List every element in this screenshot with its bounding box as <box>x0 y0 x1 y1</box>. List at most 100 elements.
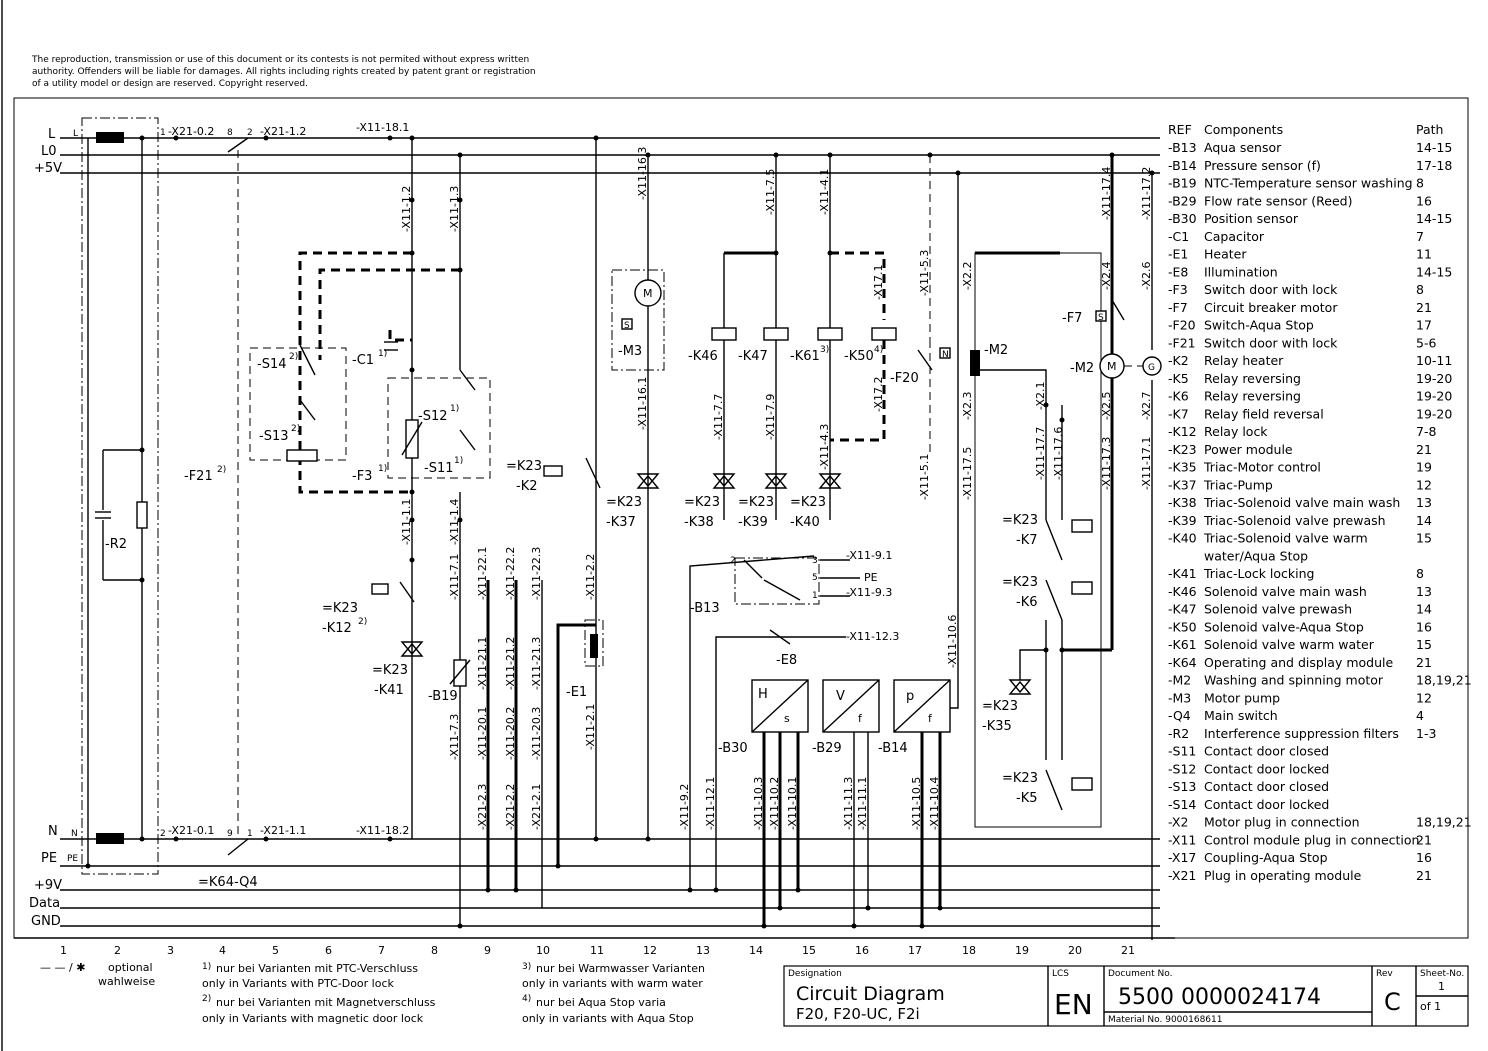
junction <box>409 489 415 495</box>
filter-choke-top <box>96 132 124 143</box>
rail-label-pe: PE <box>41 851 57 866</box>
x11-213: -X11-21.3 <box>530 637 543 690</box>
legend-path: 21 <box>1416 300 1432 315</box>
k41-triac-b <box>400 642 424 657</box>
pin-3: 3 <box>812 556 818 566</box>
legend-component: Triac-Solenoid valve prewash <box>1203 513 1386 528</box>
legend-ref: -S12 <box>1168 761 1196 776</box>
legend-ref: -K39 <box>1168 513 1197 528</box>
junction <box>773 250 779 256</box>
label-k23-k38: =K23 <box>684 495 720 510</box>
junction <box>457 152 463 158</box>
junction <box>263 836 269 842</box>
legend-path: 14 <box>1416 602 1432 617</box>
x11-203: -X11-20.3 <box>530 707 543 760</box>
sheet-label: Sheet-No. <box>1420 969 1464 979</box>
legend-component: Aqua sensor <box>1204 140 1282 155</box>
x24: -X2.4 <box>1100 262 1113 290</box>
legend-component: Triac-Motor control <box>1203 460 1321 475</box>
copyright-line-2: authority. Offenders will be liable for … <box>32 67 536 77</box>
junction <box>263 135 269 141</box>
b30-slash <box>751 679 809 733</box>
legend-component: NTC-Temperature sensor washing <box>1204 176 1413 191</box>
legend-ref: -K46 <box>1168 584 1197 599</box>
legend-path: 17 <box>1416 318 1432 333</box>
x17-2: -X17.2 <box>872 377 885 412</box>
legend-ref: -E1 <box>1168 247 1188 262</box>
path-8: 8 <box>431 944 438 957</box>
legend-component: Interference suppression filters <box>1204 726 1399 741</box>
designation-label: Designation <box>788 969 842 979</box>
k12-contact <box>399 581 415 603</box>
legend-ref: -S11 <box>1168 744 1196 759</box>
x11-11: -X11-1.1 <box>400 499 413 545</box>
x21-23: -X21-2.3 <box>476 784 489 830</box>
junction <box>139 135 145 141</box>
legend-ref: -K5 <box>1168 371 1189 386</box>
label-k38: -K38 <box>684 515 714 530</box>
path-14: 14 <box>749 944 763 957</box>
k40-triac <box>818 473 842 488</box>
f20-contact <box>917 349 933 371</box>
label-k23-k12: =K23 <box>322 601 358 616</box>
x25: -X2.5 <box>1100 392 1113 420</box>
rev-label: Rev <box>1376 969 1393 979</box>
note1-en: only in Variants with PTC-Door lock <box>202 977 395 990</box>
s11-sup: 1) <box>454 456 463 466</box>
legend-component: Flow rate sensor (Reed) <box>1204 193 1352 208</box>
filter-enclosure <box>81 117 159 875</box>
legend-ref: -K41 <box>1168 566 1197 581</box>
legend-path: 19-20 <box>1416 389 1452 404</box>
x11-163: -X11-16.3 <box>636 147 649 200</box>
label-k23-k6: =K23 <box>1002 575 1038 590</box>
legend-component: Capacitor <box>1204 229 1265 244</box>
m3-enclosure <box>611 269 665 371</box>
s11-s12-enclosure <box>387 377 491 479</box>
legend-component: Plug in operating module <box>1204 868 1362 883</box>
legend-path: 15 <box>1416 531 1432 546</box>
junction <box>777 905 783 911</box>
legend-path: 19-20 <box>1416 371 1452 386</box>
label-m3: -M3 <box>618 344 642 359</box>
path-9: 9 <box>484 944 491 957</box>
legend-path: 14-15 <box>1416 211 1452 226</box>
legend-component: Heater <box>1204 247 1247 262</box>
pin-8: 8 <box>227 128 233 138</box>
k50-sup: 4) <box>874 345 883 355</box>
b29-slash <box>822 679 880 733</box>
legend-ref: -K50 <box>1168 619 1197 634</box>
legend-ref: -K40 <box>1168 531 1197 546</box>
k50-coil <box>871 327 897 341</box>
legend-component: Illumination <box>1204 264 1278 279</box>
pin-2: 2 <box>160 829 166 839</box>
b14-top-symbol: p <box>906 689 914 704</box>
pump-section: -X11-16.3 M S -M3 -X11-16.1 =K23 -K37 <box>606 147 665 842</box>
legend-path: 21 <box>1416 868 1432 883</box>
legend-component: Control module plug in connection <box>1204 832 1419 847</box>
s13-coil <box>286 449 318 462</box>
legend-component: Solenoid valve-Aqua Stop <box>1204 619 1364 634</box>
legend-component: Triac-Solenoid valve main wash <box>1203 495 1400 510</box>
legend-ref: -Q4 <box>1168 708 1191 723</box>
legend-path: 21 <box>1416 832 1432 847</box>
rail-label-l0: L0 <box>41 144 57 159</box>
legend-component: Relay lock <box>1204 424 1268 439</box>
legend-ref: -B30 <box>1168 211 1197 226</box>
x21-22: -X21-2.2 <box>504 784 517 830</box>
x11-73: -X11-7.3 <box>448 714 461 760</box>
legend-ref: -F3 <box>1168 282 1188 297</box>
junction <box>761 923 767 929</box>
junction <box>645 836 651 842</box>
note4-sup: 4) <box>522 994 531 1004</box>
k47-coil <box>763 327 789 341</box>
q4-contact-bottom <box>227 838 249 856</box>
legend-path: 21 <box>1416 442 1432 457</box>
legend-component: Solenoid valve warm water <box>1204 637 1375 652</box>
junction <box>139 447 145 453</box>
junction <box>919 923 925 929</box>
label-pe: PE <box>864 571 878 584</box>
path-number-row: 1 2 3 4 5 6 7 8 9 10 11 12 13 14 15 16 1… <box>60 944 1135 957</box>
legend-path: 1-3 <box>1416 726 1436 741</box>
junction <box>687 887 693 893</box>
